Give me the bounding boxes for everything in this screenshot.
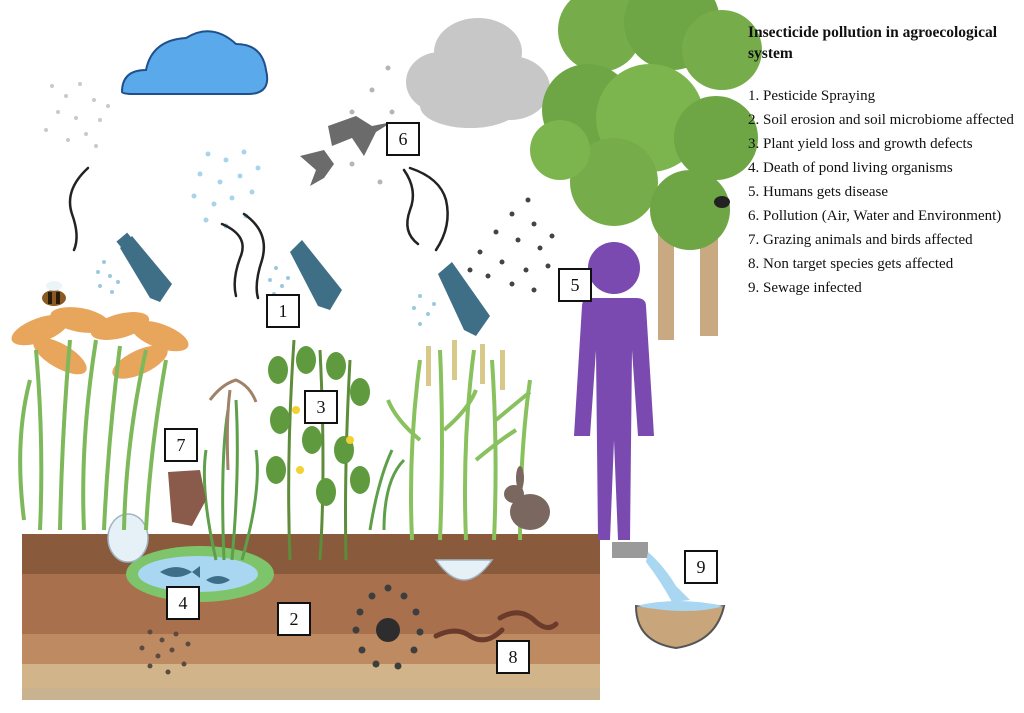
- legend-item-4: 4. Death of pond living organisms: [748, 160, 953, 176]
- legend-item-3: 3. Plant yield loss and growth defects: [748, 136, 973, 152]
- marker-3: 3: [304, 390, 338, 424]
- marker-5: 5: [558, 268, 592, 302]
- bean-plant: [266, 339, 370, 561]
- legend-item-9: 9. Sewage infected: [748, 280, 862, 296]
- marker-1: 1: [266, 294, 300, 328]
- marker-7: 7: [164, 428, 198, 462]
- legend-item-7: 7. Grazing animals and birds affected: [748, 232, 973, 248]
- legend-item-6: 6. Pollution (Air, Water and Environment…: [748, 208, 1002, 224]
- legend-item-8: 8. Non target species gets affected: [748, 256, 954, 272]
- legend-list: 1. Pesticide Spraying 2. Soil erosion an…: [748, 84, 1020, 300]
- marker-8: 8: [496, 640, 530, 674]
- reed-plant: [208, 378, 258, 471]
- soil-microbe-dots: [352, 584, 424, 670]
- blue-cloud: [120, 30, 269, 95]
- corn-field: [386, 340, 532, 541]
- soil-layers: [22, 534, 600, 700]
- earthworm-icon: [433, 610, 559, 643]
- grazing-animal-icon: [168, 470, 206, 526]
- pond: [126, 546, 274, 602]
- bird-icon: [300, 116, 392, 186]
- gray-cloud: [406, 18, 550, 128]
- legend-item-1: 1. Pesticide Spraying: [748, 88, 876, 104]
- legend-title: Insecticide pollution in agroecological …: [748, 24, 997, 62]
- marker-4: 4: [166, 586, 200, 620]
- pollution-dots-left: [44, 82, 110, 148]
- sewage-outlet: [612, 542, 726, 650]
- marker-6: 6: [386, 122, 420, 156]
- spray-droplets-blue: [191, 149, 261, 229]
- wind-lines: [68, 166, 449, 300]
- bee-icon: [42, 281, 66, 306]
- soil-particles: [139, 629, 191, 675]
- legend-item-5: 5. Humans gets disease: [748, 184, 888, 200]
- human-figure: [574, 242, 654, 540]
- legend-item-2: 2. Soil erosion and soil microbiome affe…: [748, 112, 1014, 128]
- pollution-dots-dark: [467, 197, 555, 293]
- legend-panel: Insecticide pollution in agroecological …: [748, 22, 1020, 300]
- pesticide-sprayer-icon: [96, 232, 490, 336]
- marker-9: 9: [684, 550, 718, 584]
- wheat-field: [11, 307, 189, 531]
- marker-2: 2: [277, 602, 311, 636]
- tree: [530, 0, 762, 340]
- rabbit-icon: [504, 466, 550, 530]
- root-bulbs: [107, 513, 494, 581]
